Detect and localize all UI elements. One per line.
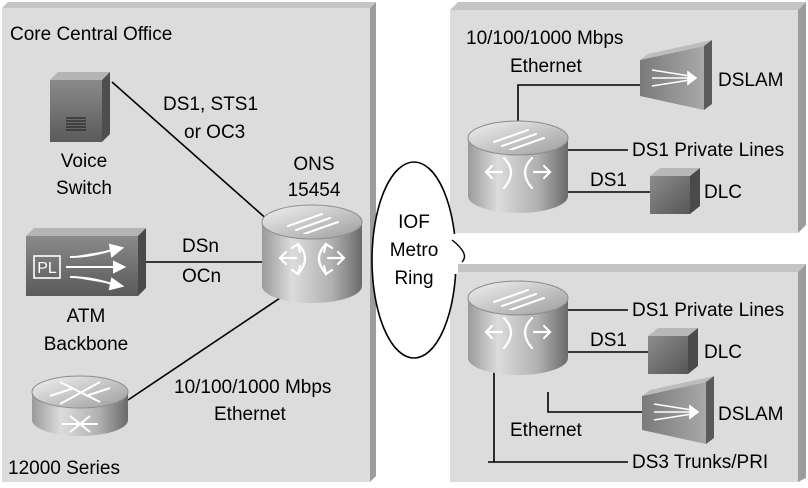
voice-to-ons-link [111,81,271,223]
ons-label-line1: ONS [293,154,334,175]
top-dslam-icon [640,40,712,110]
top-private-lines-label: DS1 Private Lines [632,140,784,161]
router-link-label-line1: 10/100/1000 Mbps [174,377,331,398]
voice-switch-icon [50,72,110,142]
bottom-dslam-link [547,392,642,413]
atm-backbone-label-line1: ATM [67,306,106,327]
bottom-private-lines-label: DS1 Private Lines [632,300,784,321]
iof-label-line1: IOF [398,212,430,233]
ons-15454-icon [261,204,363,303]
bottom-dlc-label: DLC [704,342,742,363]
top-ons-icon [467,120,569,213]
ons-label-line2: 15454 [288,180,341,201]
bottom-ds3-label: DS3 Trunks/PRI [632,452,768,473]
bottom-ethernet-label: Ethernet [510,420,583,441]
top-ds1-label: DS1 [590,170,627,191]
iof-metro-ring: IOF Metro Ring [371,161,466,359]
bottom-dlc-icon [648,328,698,374]
bottom-ons-icon [467,280,569,375]
router-label: 12000 Series [8,458,120,479]
router-icon [31,375,129,436]
top-ethernet-label-line1: 10/100/1000 Mbps [466,28,623,49]
router-link-label-line2: Ethernet [214,404,287,425]
bottom-dslam-label: DSLAM [718,404,783,425]
bottom-dslam-icon [642,376,714,444]
atm-link-label-line1: DSn [182,236,219,257]
bottom-ds1-label: DS1 [590,330,627,351]
atm-switch-icon: PL [26,228,146,296]
core-office-title: Core Central Office [10,24,172,45]
top-ethernet-label-line2: Ethernet [510,56,583,77]
top-dslam-label: DSLAM [718,70,783,91]
iof-label-line2: Metro [390,240,439,261]
router-to-ons-link [127,289,293,401]
iof-label-line3: Ring [394,268,433,289]
voice-link-label-line1: DS1, STS1 [163,94,258,115]
atm-link-label-line2: OCn [182,266,221,287]
voice-link-label-line2: or OC3 [184,122,245,143]
top-dlc-label: DLC [704,182,742,203]
atm-pl-badge: PL [37,260,57,277]
connections [111,81,650,463]
voice-switch-label-line2: Switch [56,178,112,199]
atm-backbone-label-line2: Backbone [44,334,129,355]
top-ethernet-link [517,84,640,122]
voice-switch-label-line1: Voice [61,151,107,172]
top-dlc-icon [650,168,700,214]
